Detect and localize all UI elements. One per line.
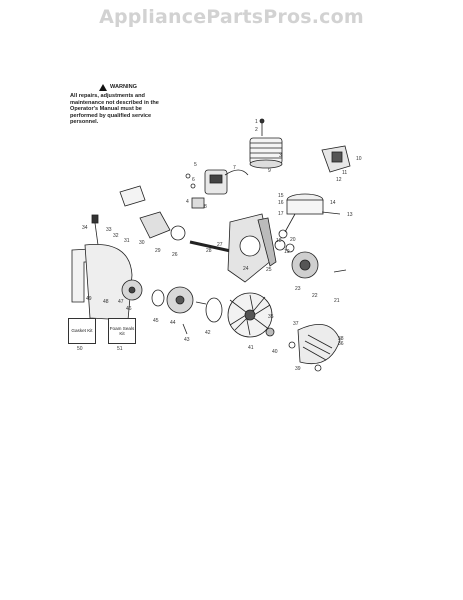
blower-cover-part xyxy=(297,323,341,365)
carburetor-part xyxy=(185,169,249,209)
part-number-label: 46 xyxy=(126,306,132,312)
part-number-label: 30 xyxy=(139,240,145,246)
warning-notice: WARNING All repairs, adjustments and mai… xyxy=(70,84,166,126)
part-number-label: 13 xyxy=(347,212,353,218)
starter-pulley-part xyxy=(121,279,143,301)
part-number-label: 39 xyxy=(295,366,301,372)
flywheel-part xyxy=(166,286,194,314)
part-number-label: 43 xyxy=(184,337,190,343)
part-number-label: 17 xyxy=(278,211,284,217)
part-number-label: 34 xyxy=(82,225,88,231)
part-number-label: 27 xyxy=(217,242,223,248)
part-number-label: 5 xyxy=(194,162,197,168)
part-number-label: 19 xyxy=(284,249,290,255)
ignition-module-part xyxy=(321,145,351,173)
part-number-label: 21 xyxy=(334,298,340,304)
recoil-housing-part xyxy=(84,243,133,321)
throttle-arm-part xyxy=(119,185,146,207)
part-number-label: 6 xyxy=(192,177,195,183)
part-number-label: 18 xyxy=(276,238,282,244)
part-number-label: 10 xyxy=(356,156,362,162)
crankcase-part xyxy=(227,213,277,283)
part-number-label: 29 xyxy=(155,248,161,254)
part-number-label: 41 xyxy=(248,345,254,351)
crankshaft-part xyxy=(189,240,236,254)
gasket-kit-box: Gasket Kit xyxy=(68,318,96,344)
cylinder-part xyxy=(249,137,283,169)
part-number-label: 44 xyxy=(170,320,176,326)
seal-ring-part xyxy=(205,297,223,323)
part-number-label: 31 xyxy=(124,238,130,244)
piston-part xyxy=(278,193,341,239)
gasket-part xyxy=(170,225,186,241)
part-number-label: 45 xyxy=(153,318,159,324)
part-number-label: 47 xyxy=(118,299,124,305)
spark-lever-part xyxy=(91,214,99,246)
part-number-label: 35 xyxy=(268,314,274,320)
part-number-label: 22 xyxy=(312,293,318,299)
part-number-label: 11 xyxy=(342,170,347,176)
part-number-label: 1 xyxy=(255,119,258,125)
watermark: AppliancePartsPros.com xyxy=(99,6,364,28)
warning-icon xyxy=(98,84,107,91)
part-number-label: 20 xyxy=(290,237,296,243)
part-number-label: 28 xyxy=(206,248,212,254)
part-number-label: 12 xyxy=(336,177,342,183)
part-number-label: 37 xyxy=(293,321,299,327)
part-number-label: 36 xyxy=(338,341,344,347)
part-number-label: 8 xyxy=(204,204,207,210)
part-number-label: 38 xyxy=(338,336,344,342)
part-number-label: 40 xyxy=(272,349,278,355)
intake-housing-part xyxy=(139,211,171,239)
part-number-label: 9 xyxy=(268,168,271,174)
warning-text: All repairs, adjustments and maintenance… xyxy=(70,93,159,126)
foam-seals-kit-box: Foam Seals Kit xyxy=(108,318,136,344)
part-number-label: 15 xyxy=(278,193,284,199)
washer-part xyxy=(151,289,165,307)
part-number-label: 24 xyxy=(243,266,249,272)
part-number-label: 49 xyxy=(86,296,92,302)
part-number-label: 33 xyxy=(106,227,112,233)
impeller-fan-part xyxy=(227,292,273,338)
part-number-label: 26 xyxy=(172,252,178,258)
part-number-label: 3 xyxy=(279,153,282,159)
part-number-label: 25 xyxy=(266,267,272,273)
part-number-label: 42 xyxy=(205,330,211,336)
part-number-label: 16 xyxy=(278,200,284,206)
clutch-part xyxy=(291,251,319,279)
gasket-kit-label: Gasket Kit xyxy=(71,328,93,334)
warning-title: WARNING xyxy=(109,84,138,91)
part-number-label: 48 xyxy=(103,299,109,305)
part-number-label: 14 xyxy=(330,200,336,206)
part-number-label: 4 xyxy=(186,199,189,205)
foam-seals-kit-label: Foam Seals Kit xyxy=(109,325,135,336)
part-number-label: 7 xyxy=(233,165,236,171)
gasket-kit-number: 50 xyxy=(77,346,83,352)
part-number-label: 23 xyxy=(295,286,301,292)
part-number-label: 2 xyxy=(255,127,258,133)
part-number-label: 32 xyxy=(113,233,119,239)
foam-seals-kit-number: 51 xyxy=(117,346,123,352)
